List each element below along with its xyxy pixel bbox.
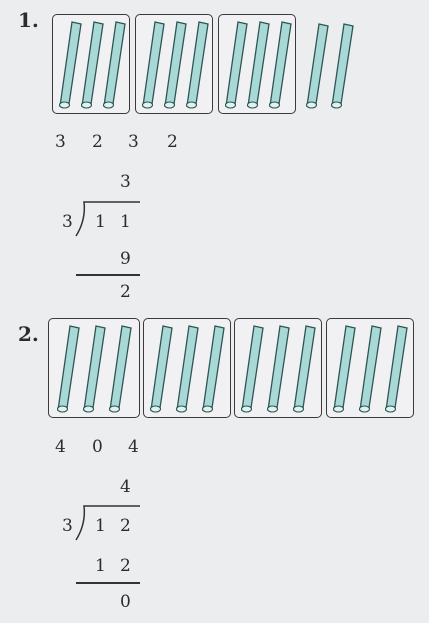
label-2-1: 4 bbox=[55, 437, 66, 457]
quotient-1: 3 bbox=[120, 172, 131, 192]
stick-1-loose-1 bbox=[307, 24, 329, 108]
subtraction-line-2 bbox=[76, 582, 140, 584]
stick-2-3-3 bbox=[294, 326, 316, 412]
stick-1-3-1 bbox=[226, 22, 248, 108]
stick-2-4-1 bbox=[334, 326, 356, 412]
sticks-problem-1 bbox=[0, 0, 429, 140]
stick-2-1-1 bbox=[58, 326, 80, 412]
stick-1-2-1 bbox=[143, 22, 165, 108]
quotient-2: 4 bbox=[120, 477, 131, 497]
stick-1-1-3 bbox=[104, 22, 126, 108]
label-2-2: 0 bbox=[92, 437, 103, 457]
stick-1-1-1 bbox=[60, 22, 82, 108]
stick-2-3-2 bbox=[268, 326, 290, 412]
stick-1-1-2 bbox=[82, 22, 104, 108]
label-1-1: 3 bbox=[55, 132, 66, 152]
dividend-1-digit-2: 1 bbox=[120, 212, 131, 232]
dividend-1-digit-1: 1 bbox=[95, 212, 106, 232]
product-2-digit-1: 1 bbox=[95, 556, 106, 576]
stick-2-4-2 bbox=[360, 326, 382, 412]
label-2-3: 4 bbox=[128, 437, 139, 457]
stick-1-loose-2 bbox=[332, 24, 354, 108]
dividend-2-digit-2: 2 bbox=[120, 516, 131, 536]
stick-1-3-2 bbox=[248, 22, 270, 108]
stick-2-4-3 bbox=[386, 326, 408, 412]
subtraction-line-1 bbox=[76, 274, 140, 276]
product-2-digit-2: 2 bbox=[120, 556, 131, 576]
stick-2-2-3 bbox=[203, 326, 225, 412]
stick-2-2-1 bbox=[151, 326, 173, 412]
division-bracket-1 bbox=[74, 198, 144, 238]
divisor-2: 3 bbox=[62, 516, 73, 536]
label-1-4: 2 bbox=[167, 132, 178, 152]
product-1: 9 bbox=[120, 249, 131, 269]
remainder-2: 0 bbox=[120, 592, 131, 612]
divisor-1: 3 bbox=[62, 212, 73, 232]
remainder-1: 2 bbox=[120, 282, 131, 302]
stick-2-1-3 bbox=[110, 326, 132, 412]
dividend-2-digit-1: 1 bbox=[95, 516, 106, 536]
sticks-problem-2 bbox=[0, 300, 429, 440]
label-1-2: 2 bbox=[92, 132, 103, 152]
stick-2-3-1 bbox=[242, 326, 264, 412]
stick-1-2-3 bbox=[187, 22, 209, 108]
stick-1-3-3 bbox=[270, 22, 292, 108]
stick-2-1-2 bbox=[84, 326, 106, 412]
stick-1-2-2 bbox=[165, 22, 187, 108]
stick-2-2-2 bbox=[177, 326, 199, 412]
label-1-3: 3 bbox=[128, 132, 139, 152]
division-bracket-2 bbox=[74, 502, 144, 542]
